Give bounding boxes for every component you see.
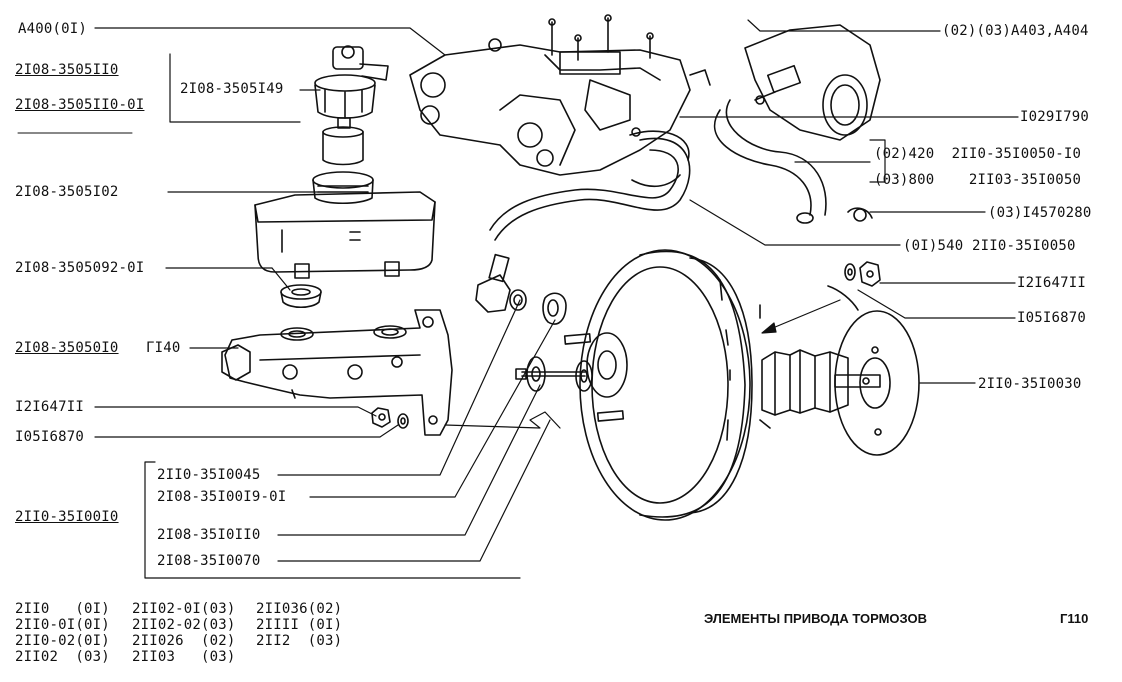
label-2108-3505110: 2I08-3505II0 [15,62,119,78]
label-1051687-left: I05I6870 [15,429,85,445]
label-420: (02)420 2II0-35I0050-I0 [874,146,1082,162]
model-cell: 2II0 (0I) [15,601,110,617]
model-cell: 2II02-0I(03) [132,601,236,617]
label-2110-3510010: 2II0-35I00I0 [15,509,119,525]
grommet-drawing [280,284,322,309]
label-2110-3510030: 2II0-35I0030 [978,376,1082,392]
label-2108-3505110-01: 2I08-3505II0-0I [15,97,145,113]
label-1029: I029I790 [1020,109,1090,125]
label-g140: ГI40 [146,340,181,356]
label-a400: A400(0I) [18,21,88,37]
label-800: (03)800 2II03-35I0050 [874,172,1082,188]
label-2108-3505102: 2I08-3505I02 [15,184,119,200]
label-2108-3505092-01: 2I08-3505092-0I [15,260,145,276]
label-2108-3510070: 2I08-35I0070 [157,553,261,569]
model-cell: 2II026 (02) [132,633,236,649]
page-code: Г110 [1060,611,1089,626]
brake-booster-drawing [563,249,753,521]
model-cell: 2II0-0I(0I) [15,617,110,633]
vacuum-hoses [489,99,873,241]
label-540: (0I)540 2II0-35I0050 [903,238,1076,254]
model-cell: 2IIII (0I) [256,617,343,633]
reservoir-drawing [254,171,436,279]
label-121647-left: I2I647II [15,399,85,415]
model-cell: 2II03 (03) [132,649,236,665]
label-2110-3510045: 2II0-35I0045 [157,467,261,483]
model-cell: 2II02-02(03) [132,617,236,633]
model-cell: 2II2 (03) [256,633,343,649]
master-cylinder-drawing [221,309,453,436]
model-cell: 2II036(02) [256,601,343,617]
label-14570280: (03)I4570280 [988,205,1092,221]
pushrod-parts-drawing [515,356,593,392]
check-valve-drawing [475,253,567,325]
label-121647-right: I2I647II [1017,275,1087,291]
label-2108-3505149: 2I08-3505I49 [180,81,284,97]
air-housing-drawing [744,24,881,141]
label-a403: (02)(03)A403,A404 [942,23,1089,39]
model-cell: 2II0-02(0I) [15,633,110,649]
right-fastener-drawing [827,261,881,311]
diagram-title: ЭЛЕМЕНТЫ ПРИВОДА ТОРМОЗОВ [704,611,927,626]
left-fastener-drawing [371,407,409,429]
model-cell: 2II02 (03) [15,649,110,665]
label-2108-3510110: 2I08-35I0II0 [157,527,261,543]
reservoir-cap-drawing [314,45,389,166]
intake-manifold-drawing [409,14,711,176]
label-1051687-right: I05I6870 [1017,310,1087,326]
assembly-arrow [761,299,841,334]
label-2108-3510019-01: 2I08-35I00I9-0I [157,489,287,505]
seal-plate-drawing [834,310,920,456]
boot-drawing [759,304,881,429]
label-2108-3505010: 2I08-35050I0 [15,340,119,356]
